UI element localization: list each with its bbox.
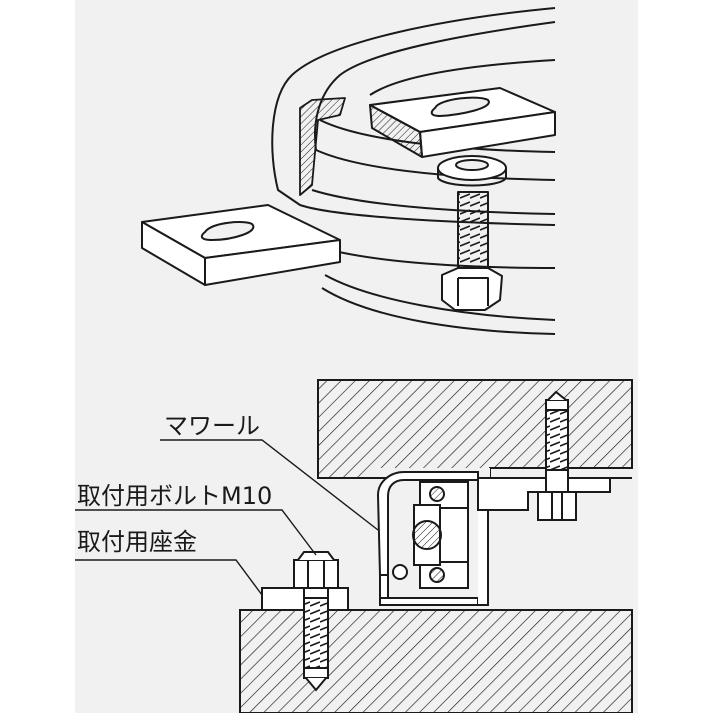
leader-bolt bbox=[75, 509, 317, 556]
flange-lower-edge bbox=[321, 287, 556, 335]
leader-mawaru bbox=[160, 439, 379, 531]
mounting-bolt-section bbox=[293, 551, 339, 692]
upper-block bbox=[317, 379, 633, 479]
flange-bottom bbox=[324, 274, 556, 321]
housing-outer-rim bbox=[271, 7, 556, 226]
label-mounting-washer: 取付用座金 bbox=[77, 528, 197, 556]
label-mounting-bolt: 取付用ボルトM10 bbox=[77, 482, 273, 510]
leader-lines bbox=[75, 439, 379, 596]
flange-top bbox=[329, 249, 556, 269]
housing-step bbox=[369, 59, 556, 96]
ball bbox=[392, 564, 408, 580]
lower-block bbox=[239, 609, 633, 713]
race-ring-2 bbox=[315, 149, 556, 181]
race-ring-3 bbox=[311, 189, 556, 215]
mawaru-base bbox=[379, 597, 479, 606]
leader-washer bbox=[75, 559, 263, 596]
label-mawaru: マワール bbox=[164, 412, 260, 440]
mounting-plate-left bbox=[141, 204, 341, 286]
upper-plate bbox=[477, 477, 611, 511]
isometric-view bbox=[141, 7, 556, 335]
housing-wall-section bbox=[299, 97, 346, 196]
mounting-plate-top bbox=[369, 87, 556, 158]
washer-iso bbox=[437, 155, 507, 187]
section-view bbox=[239, 379, 633, 713]
upper-bolt bbox=[537, 390, 577, 521]
mawaru-housing bbox=[376, 471, 479, 576]
bearing-section bbox=[412, 481, 469, 589]
bolt-iso bbox=[441, 191, 503, 311]
